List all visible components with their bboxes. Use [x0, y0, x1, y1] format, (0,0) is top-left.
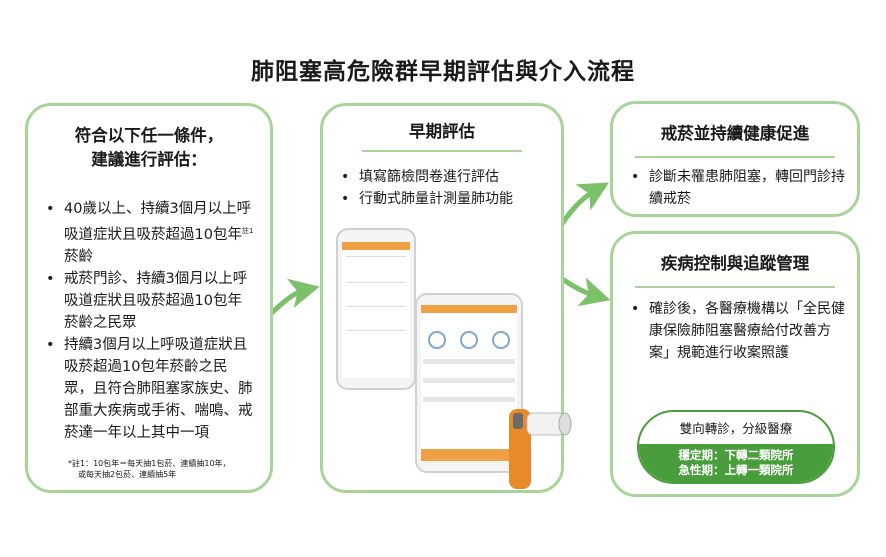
divider	[362, 150, 522, 152]
footnote: *註1：10包年＝每天抽1包菸、連續抽10年， 或每天抽2包菸、連續抽5年	[68, 458, 270, 480]
referral-acute: 急性期：上轉一類院所	[678, 463, 794, 477]
phone-questionnaire-image	[336, 228, 416, 390]
disease-management-box: 疾病控制與追蹤管理 確診後，各醫療機構以「全民健康保險肺阻塞醫療給付改善方案」規…	[610, 231, 860, 497]
referral-stable: 穩定期：下轉二類院所	[678, 448, 794, 462]
phone-spirometry-app-image	[415, 293, 523, 473]
criteria-item: 40歲以上、持續3個月以上呼吸道症狀且吸菸超過10包年註1菸齡	[42, 198, 256, 268]
divider	[635, 156, 835, 158]
smoking-cessation-heading: 戒菸並持續健康促進	[660, 124, 810, 143]
cessation-item: 診斷未罹患肺阻塞，轉回門診持續戒菸	[627, 166, 847, 210]
referral-oval: 雙向轉診，分級醫療 穩定期：下轉二類院所 急性期：上轉一類院所	[637, 410, 835, 484]
management-item: 確診後，各醫療機構以「全民健康保險肺阻塞醫療給付改善方案」規範進行收案照護	[627, 298, 847, 364]
early-assessment-heading: 早期評估	[409, 122, 475, 141]
criteria-heading-line2: 建議進行評估：	[91, 150, 207, 169]
criteria-item: 戒菸門診、持續3個月以上呼吸道症狀且吸菸超過10包年菸齡之民眾	[42, 268, 256, 334]
referral-detail: 穩定期：下轉二類院所 急性期：上轉一類院所	[639, 444, 833, 482]
criteria-list: 40歲以上、持續3個月以上呼吸道症狀且吸菸超過10包年註1菸齡 戒菸門診、持續3…	[42, 198, 256, 444]
cessation-list: 診斷未罹患肺阻塞，轉回門診持續戒菸	[627, 166, 847, 210]
divider	[635, 286, 835, 288]
criteria-heading: 符合以下任一條件， 建議進行評估：	[28, 124, 270, 172]
referral-title: 雙向轉診，分級醫療	[679, 421, 793, 436]
assessment-item: 填寫篩檢問卷進行評估	[337, 166, 551, 188]
smoking-cessation-box: 戒菸並持續健康促進 診斷未罹患肺阻塞，轉回門診持續戒菸	[610, 101, 860, 217]
management-list: 確診後，各醫療機構以「全民健康保險肺阻塞醫療給付改善方案」規範進行收案照護	[627, 298, 847, 364]
assessment-list: 填寫篩檢問卷進行評估 行動式肺量計測量肺功能	[337, 166, 551, 210]
criteria-box: 符合以下任一條件， 建議進行評估： 40歲以上、持續3個月以上呼吸道症狀且吸菸超…	[25, 103, 273, 493]
footnote-line1: *註1：10包年＝每天抽1包菸、連續抽10年，	[68, 458, 231, 468]
assessment-item: 行動式肺量計測量肺功能	[337, 188, 551, 210]
criteria-item: 持續3個月以上呼吸道症狀且吸菸超過10包年菸齡之民眾，且符合肺阻塞家族史、肺部重…	[42, 334, 256, 444]
page-title: 肺阻塞高危險群早期評估與介入流程	[251, 59, 635, 85]
criteria-heading-line1: 符合以下任一條件，	[74, 126, 224, 145]
disease-management-heading: 疾病控制與追蹤管理	[660, 254, 810, 273]
footnote-line2: 或每天抽2包菸、連續抽5年	[78, 469, 177, 479]
spirometer-device-image	[509, 409, 572, 489]
